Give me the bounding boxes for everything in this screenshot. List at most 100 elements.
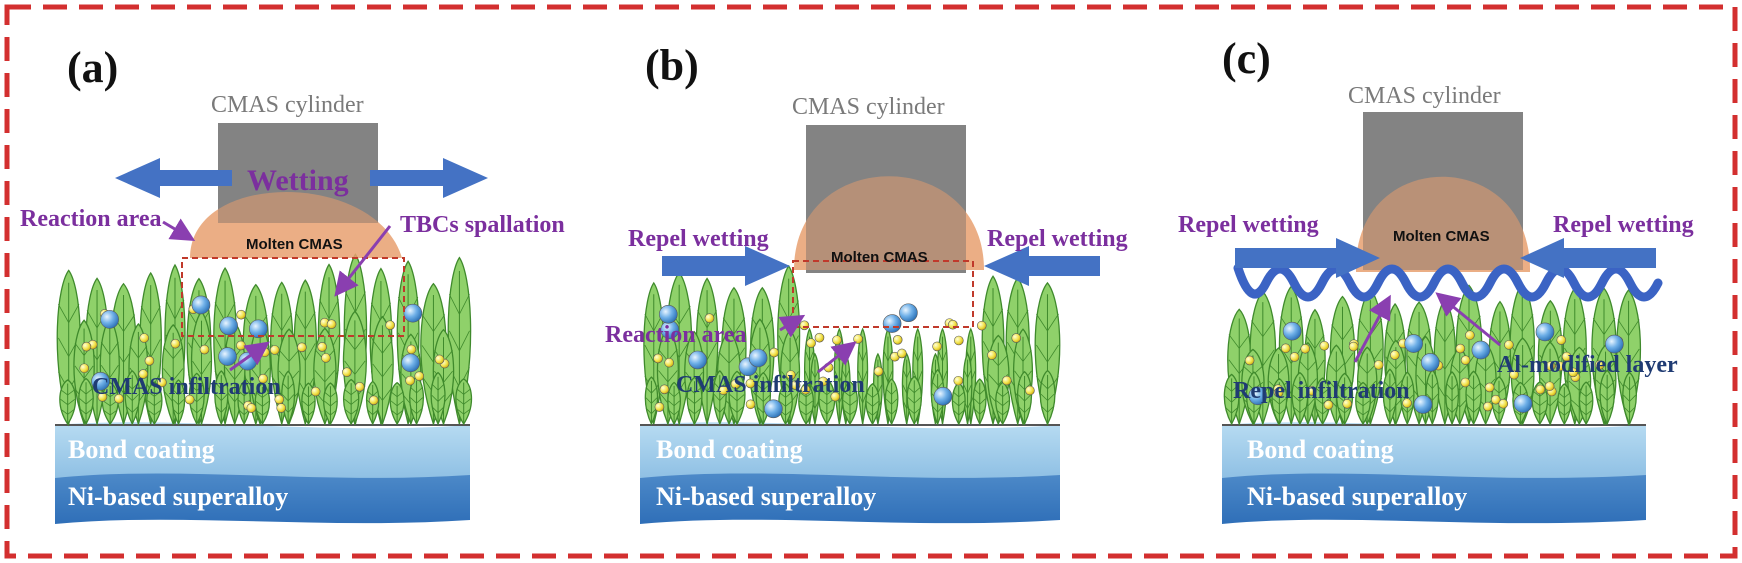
grain-vein — [1356, 391, 1370, 397]
grain-vein — [456, 398, 471, 405]
panel-a-bond-label: Bond coating — [68, 435, 215, 464]
grain-vein — [1579, 400, 1593, 406]
grain-vein — [225, 367, 245, 380]
bond-coating-layer — [1222, 422, 1646, 478]
yellow-particle — [873, 366, 884, 377]
blue-particle — [100, 310, 119, 329]
blue-particle — [249, 319, 268, 339]
grain-vein — [456, 408, 471, 415]
grain-vein — [1489, 328, 1510, 344]
panel-c-repel-infiltration-label: Repel infiltration — [1233, 378, 1410, 404]
wetting-arrow-right — [370, 158, 488, 198]
grain-vein — [1435, 326, 1455, 343]
yellow-particle — [170, 338, 181, 349]
yellow-particle — [138, 369, 149, 379]
blue-particle — [1535, 322, 1555, 342]
grain-vein — [756, 395, 770, 402]
yellow-particle — [1455, 343, 1466, 354]
yellow-particle — [269, 345, 280, 355]
grain-vein — [324, 400, 337, 407]
panel-a: (a) CMAS cylinder Wetting Molten CMAS Re… — [20, 43, 565, 524]
panel-c-repel-right-label: Repel wetting — [1553, 212, 1694, 238]
yellow-particle — [1002, 375, 1012, 386]
grain-vein — [125, 382, 140, 390]
ceramic-topcoat — [56, 253, 473, 427]
yellow-particle — [664, 357, 674, 368]
grain-vein — [907, 397, 921, 404]
grain-vein — [1268, 364, 1289, 375]
yellow-particle — [1556, 335, 1567, 345]
yellow-particle — [114, 393, 124, 404]
reaction-area-box — [181, 257, 405, 337]
yellow-particle — [79, 363, 90, 374]
grain-vein — [931, 405, 944, 413]
grain-vein — [163, 346, 184, 359]
grain-vein — [722, 317, 746, 335]
blue-particle — [882, 314, 902, 333]
yellow-particle — [1373, 360, 1384, 370]
grain-vein — [668, 409, 681, 416]
yellow-particle — [932, 341, 942, 352]
grain-vein — [172, 408, 185, 415]
grain-vein — [1040, 405, 1055, 413]
grain-vein — [996, 391, 1010, 397]
grain-vein — [1512, 356, 1534, 368]
yellow-particle — [745, 378, 756, 389]
yellow-particle — [830, 391, 841, 402]
yellow-particle — [1594, 360, 1605, 370]
wetting-arrow-left — [115, 158, 232, 198]
yellow-particle — [1490, 394, 1501, 405]
yellow-particle — [246, 403, 257, 413]
panel-c-molten-label: Molten CMAS — [1393, 228, 1490, 245]
yellow-particle — [258, 373, 268, 384]
yellow-particle — [1319, 340, 1330, 351]
yellow-particle — [799, 320, 810, 331]
yellow-particle — [326, 319, 337, 329]
grain-vein — [125, 393, 140, 401]
al-modified-layer — [1233, 263, 1663, 302]
yellow-particle — [199, 344, 210, 355]
yellow-particle — [745, 399, 756, 410]
grain-vein — [857, 370, 868, 383]
yellow-particle — [790, 380, 801, 390]
repel-infiltration-pointer — [1353, 294, 1391, 363]
grain-vein — [843, 400, 857, 406]
blue-particle — [403, 303, 423, 323]
panel-b-bond-label: Bond coating — [656, 435, 803, 464]
grain-vein — [1532, 390, 1547, 397]
yellow-particle — [342, 367, 352, 377]
grain-vein — [1247, 406, 1261, 413]
panel-a-cylinder-label: CMAS cylinder — [211, 92, 364, 118]
grain-vein — [713, 393, 726, 401]
reaction-area-pointer — [162, 218, 196, 242]
blue-particle — [933, 386, 953, 406]
yellow-particle — [144, 356, 155, 366]
grain-vein — [1592, 318, 1616, 335]
blue-particle — [219, 316, 238, 336]
grain-vein — [372, 340, 393, 354]
blue-particle — [1404, 334, 1423, 353]
panel-b-cylinder-label: CMAS cylinder — [792, 94, 945, 120]
grain-vein — [147, 391, 162, 397]
reaction-area-pointer — [778, 314, 806, 338]
grain-vein — [344, 360, 366, 375]
blue-particle — [401, 353, 420, 373]
grain-vein — [687, 407, 702, 415]
grain-vein — [1401, 406, 1414, 413]
grain-vein — [255, 401, 270, 407]
yellow-particle — [730, 379, 741, 389]
blue-particle — [1471, 340, 1491, 360]
panel-b-tag: (b) — [645, 41, 699, 90]
grain-vein — [1600, 405, 1614, 413]
yellow-particle — [800, 384, 811, 395]
grain-vein — [410, 397, 423, 404]
blue-particle — [1513, 394, 1533, 413]
grain-vein — [866, 410, 879, 416]
yellow-particle — [321, 353, 331, 363]
grain-vein — [729, 394, 745, 402]
grain-vein — [74, 365, 94, 379]
grain-vein — [147, 409, 162, 416]
grain-vein — [843, 409, 857, 416]
panel-a-wetting-label: Wetting — [247, 164, 349, 197]
grain-vein — [302, 400, 315, 407]
